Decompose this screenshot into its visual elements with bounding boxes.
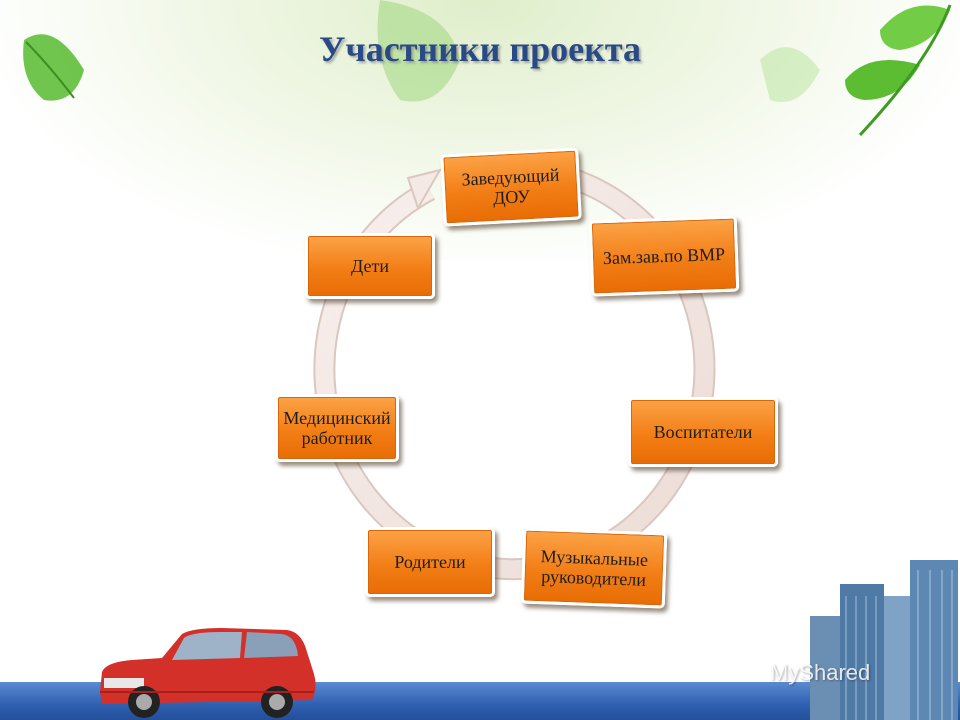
- node-med-rabotnik: Медицинский работник: [275, 394, 399, 462]
- cycle-arrowhead-icon: [406, 168, 443, 211]
- node-zam-zav: Зам.зав.по ВМР: [588, 215, 740, 297]
- leaf-left-icon: [23, 34, 84, 101]
- node-roditeli: Родители: [365, 527, 495, 597]
- leaves-right-icon: [760, 4, 952, 137]
- node-muz-ruk: Музыкальные руководители: [520, 527, 668, 609]
- page-title: Участники проекта: [319, 29, 641, 69]
- node-deti: Дети: [305, 233, 435, 299]
- node-vospitateli: Воспитатели: [628, 397, 778, 467]
- car-icon: [100, 628, 316, 718]
- leaf-top-center-icon: [377, 0, 460, 102]
- node-zaveduyushchiy: Заведующий ДОУ: [440, 147, 582, 227]
- watermark-text: MyShared: [770, 660, 871, 685]
- buildings-icon: [810, 560, 958, 720]
